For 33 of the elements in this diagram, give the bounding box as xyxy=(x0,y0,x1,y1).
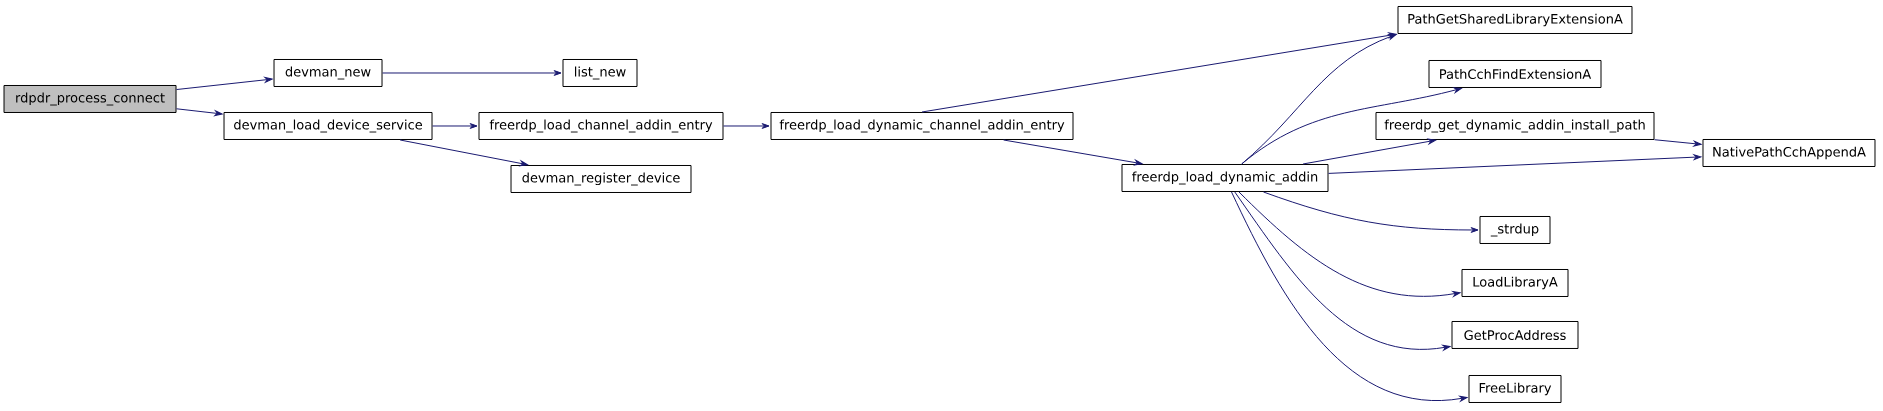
arrow xyxy=(723,123,770,129)
arrow xyxy=(921,32,1397,113)
arrow xyxy=(1238,191,1461,297)
function-box: PathGetSharedLibraryExtensionA xyxy=(1397,6,1633,34)
arrow xyxy=(1302,138,1436,165)
function-box: freerdp_load_channel_addin_entry xyxy=(478,112,724,140)
arrow xyxy=(432,123,478,129)
function-box: freerdp_load_dynamic_addin xyxy=(1121,164,1329,192)
arrow xyxy=(1241,87,1462,165)
arrow xyxy=(1003,139,1143,166)
function-box: PathCchFindExtensionA xyxy=(1428,60,1602,88)
function-box: list_new xyxy=(562,59,638,87)
function-box: devman_new xyxy=(273,59,383,87)
function-box: devman_register_device xyxy=(510,165,692,193)
arrow xyxy=(382,70,562,76)
function-box: GetProcAddress xyxy=(1451,321,1579,349)
function-box: NativePathCchAppendA xyxy=(1702,139,1876,167)
function-box: FreeLibrary xyxy=(1468,375,1562,403)
function-box: LoadLibraryA xyxy=(1461,269,1569,297)
function-box: _strdup xyxy=(1479,216,1551,244)
function-box: rdpdr_process_connect xyxy=(3,85,177,113)
arrow xyxy=(1328,154,1702,174)
function-box: devman_load_device_service xyxy=(223,112,433,140)
arrow xyxy=(1241,34,1397,165)
function-box: freerdp_load_dynamic_channel_addin_entry xyxy=(770,112,1074,140)
arrow xyxy=(176,108,223,117)
arrow xyxy=(1234,191,1451,351)
arrow xyxy=(399,139,528,167)
arrow xyxy=(1262,191,1479,233)
arrow xyxy=(1231,191,1468,402)
function-box: freerdp_get_dynamic_addin_install_path xyxy=(1375,112,1655,140)
arrow xyxy=(1654,139,1702,147)
arrow xyxy=(176,76,273,91)
